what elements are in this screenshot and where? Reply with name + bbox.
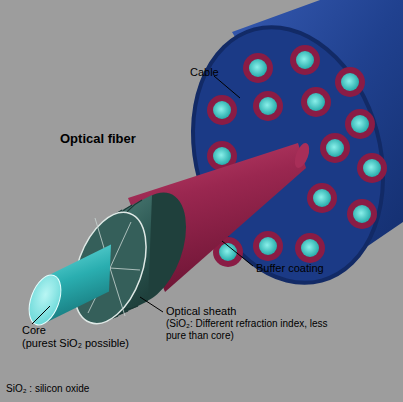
fiber-coating xyxy=(357,153,387,183)
fiber-core xyxy=(259,97,277,115)
leader-line xyxy=(222,241,253,266)
fiber-coating xyxy=(345,109,375,139)
part-note: (SiO₂: Different refraction index, less … xyxy=(166,318,328,342)
fiber-coating xyxy=(243,53,273,83)
fiber-core xyxy=(213,101,231,119)
fiber-core xyxy=(351,115,369,133)
fiber-bundle xyxy=(207,45,387,267)
fiber-coating xyxy=(347,199,377,229)
fiber-coating xyxy=(290,45,320,75)
fiber-core xyxy=(341,73,359,91)
fiber-core xyxy=(259,237,277,255)
fiber-coating xyxy=(307,183,337,213)
part-label: Core xyxy=(22,324,46,337)
footnote: SiO₂ : silicon oxide xyxy=(6,382,89,395)
fiber-core xyxy=(213,147,231,165)
leader-line xyxy=(32,306,50,324)
fiber-coating xyxy=(301,87,331,117)
fiber-coating xyxy=(253,91,283,121)
fiber-core xyxy=(307,93,325,111)
part-label: Cable xyxy=(190,66,219,79)
fiber-core xyxy=(249,59,267,77)
fiber-core xyxy=(313,189,331,207)
fiber-core xyxy=(296,51,314,69)
fiber-coating xyxy=(295,233,325,263)
fiber-core xyxy=(363,159,381,177)
diagram-title: Optical fiber xyxy=(60,132,136,145)
fiber-coating xyxy=(335,67,365,97)
fiber-core xyxy=(301,239,319,257)
part-label: Optical sheath xyxy=(166,305,236,318)
part-label: Buffer coating xyxy=(256,262,324,275)
leader-line xyxy=(214,76,240,98)
fiber-core xyxy=(326,139,344,157)
leader-line xyxy=(140,297,163,312)
buffer-coating-end xyxy=(292,141,312,170)
part-note: (purest SiO₂ possible) xyxy=(22,337,129,350)
core-face xyxy=(23,271,67,329)
fiber-coating xyxy=(253,231,283,261)
fiber-coating xyxy=(207,95,237,125)
fiber-coating xyxy=(320,133,350,163)
fiber-core xyxy=(353,205,371,223)
